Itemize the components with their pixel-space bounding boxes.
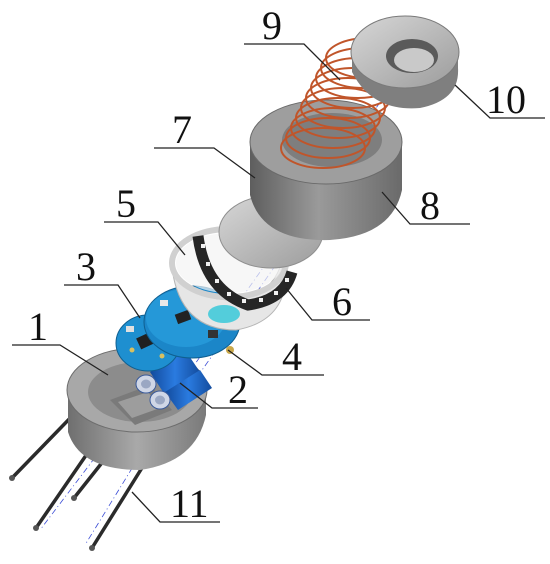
label-3: 3 (76, 244, 96, 289)
label-11: 11 (170, 481, 209, 526)
top-ring (350, 15, 460, 109)
label-9: 9 (262, 3, 282, 48)
copper-coil (280, 37, 411, 169)
label-7: 7 (172, 107, 192, 152)
label-1: 1 (28, 304, 48, 349)
label-8: 8 (420, 183, 440, 228)
label-6: 6 (332, 279, 352, 324)
label-5: 5 (116, 181, 136, 226)
part-labels: 1 2 3 4 5 6 7 8 9 10 11 (28, 3, 526, 526)
label-10: 10 (486, 77, 526, 122)
label-4: 4 (282, 334, 302, 379)
label-2: 2 (228, 367, 248, 412)
led-strip (192, 235, 298, 311)
leader-lines (12, 43, 545, 523)
